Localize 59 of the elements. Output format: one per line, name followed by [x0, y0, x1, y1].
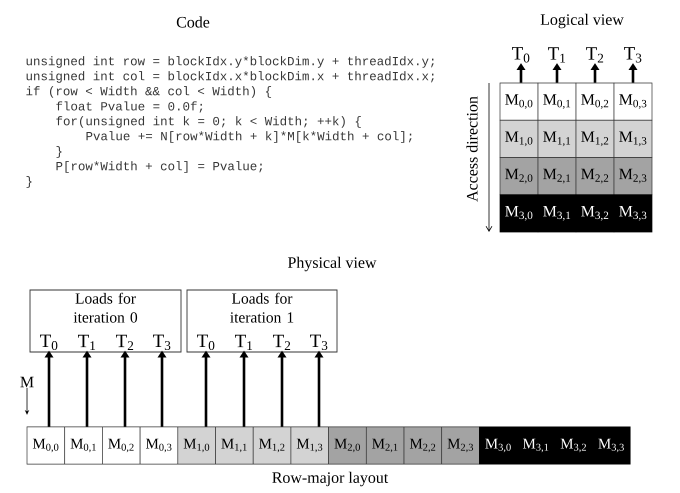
- matrix-cell: M$_{2,1}$: [538, 157, 576, 196]
- thread-label: T$_{2}$: [273, 334, 290, 350]
- matrix-cell: M$_{3,2}$: [554, 426, 593, 464]
- matrix-cell: M$_{2,3}$: [614, 157, 652, 196]
- matrix-cell: M$_{3,3}$: [614, 194, 652, 232]
- matrix-cell: M$_{0,2}$: [576, 82, 614, 121]
- thread-label: T$_{3}$: [310, 334, 328, 350]
- matrix-cell: M$_{0,0}$: [500, 82, 538, 121]
- code-line: Pvalue += N[row*Width + k]*M[k*Width + col];: [86, 131, 412, 143]
- code-line: unsigned int row = blockIdx.y*blockDim.y + threadIdx.y;: [26, 56, 434, 68]
- matrix-cell: M$_{2,2}$: [576, 157, 614, 196]
- layout-caption: Row-major layout: [272, 472, 388, 486]
- code-line: if (row < Width && col < Width) {: [26, 86, 272, 98]
- code-line: }: [26, 176, 32, 188]
- matrix-cell: M$_{2,3}$: [441, 426, 480, 464]
- section-heading: Code: [176, 16, 210, 28]
- matrix-cell: M$_{0,1}$: [64, 426, 103, 464]
- thread-label: T$_{1}$: [78, 334, 96, 350]
- thread-label: T$_{2}$: [586, 47, 604, 62]
- matrix-cell: M$_{1,1}$: [538, 120, 576, 158]
- code-line: }: [56, 146, 62, 158]
- thread-label: T$_{3}$: [153, 334, 170, 350]
- code-line: P[row*Width + col] = Pvalue;: [56, 161, 262, 173]
- code-line: float Pvalue = 0.0f;: [56, 101, 202, 113]
- matrix-cell: M$_{1,1}$: [215, 426, 254, 464]
- matrix-cell: M$_{1,0}$: [177, 426, 216, 464]
- matrix-cell: M$_{2,1}$: [366, 426, 404, 464]
- thread-label: T$_{0}$: [512, 47, 530, 62]
- matrix-cell: M$_{0,0}$: [26, 426, 66, 464]
- matrix-cell: M$_{1,3}$: [290, 426, 329, 464]
- matrix-cell: M$_{1,0}$: [500, 120, 538, 158]
- matrix-cell: M$_{3,0}$: [479, 426, 518, 464]
- matrix-cell: M$_{3,0}$: [500, 194, 538, 232]
- section-heading: Physical view: [288, 256, 376, 272]
- thread-label: T$_{1}$: [235, 334, 252, 350]
- thread-label: T$_{3}$: [624, 47, 642, 62]
- direction-label: Access direction: [466, 96, 478, 202]
- thread-label: T$_{1}$: [548, 47, 566, 62]
- matrix-cell: M$_{3,3}$: [592, 426, 631, 464]
- matrix-cell: M$_{1,2}$: [576, 120, 614, 158]
- matrix-cell: M$_{3,2}$: [576, 194, 614, 232]
- matrix-cell: M$_{0,3}$: [140, 426, 178, 464]
- matrix-cell: M$_{3,1}$: [516, 426, 556, 464]
- matrix-cell: M$_{2,0}$: [328, 426, 367, 464]
- matrix-cell: M$_{1,3}$: [614, 120, 652, 158]
- matrix-label: M: [20, 376, 34, 388]
- code-line: unsigned int col = blockIdx.x*blockDim.x + threadIdx.x;: [26, 71, 434, 83]
- matrix-cell: M$_{2,2}$: [404, 426, 442, 464]
- thread-label: T$_{0}$: [40, 334, 58, 350]
- matrix-cell: M$_{0,1}$: [538, 82, 576, 121]
- matrix-cell: M$_{0,3}$: [614, 82, 652, 121]
- matrix-cell: M$_{1,2}$: [252, 426, 292, 464]
- code-line: for(unsigned int k = 0; k < Width; ++k) {: [56, 116, 361, 128]
- thread-label: T$_{0}$: [197, 334, 214, 350]
- matrix-cell: M$_{0,2}$: [102, 426, 140, 464]
- matrix-cell: M$_{3,1}$: [538, 194, 576, 232]
- section-heading: Logical view: [540, 14, 624, 28]
- matrix-cell: M$_{2,0}$: [500, 157, 538, 196]
- thread-label: T$_{2}$: [116, 334, 134, 350]
